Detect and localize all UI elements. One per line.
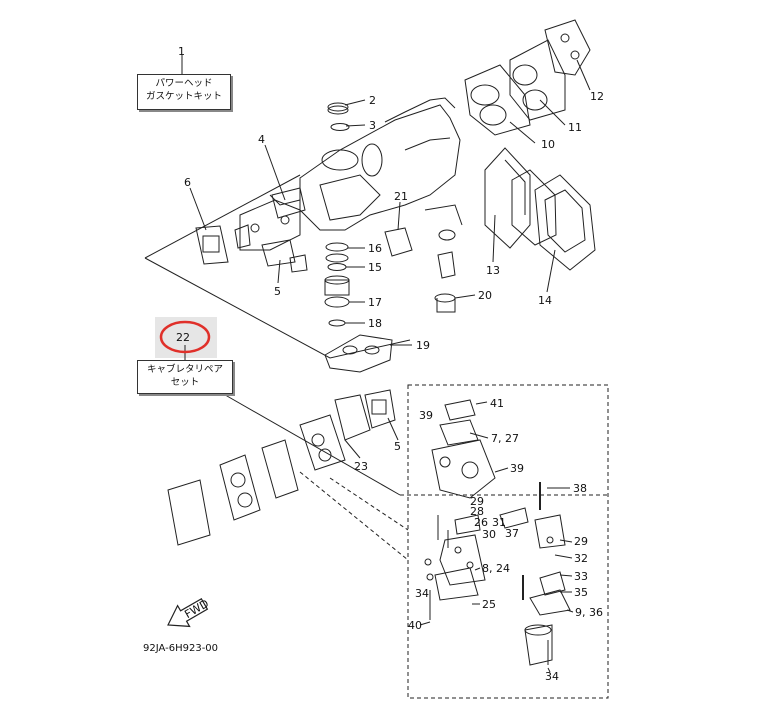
gasket-kit-line2: ガスケットキット xyxy=(145,91,222,102)
part-ref-12: 12 xyxy=(590,90,604,103)
carburetor-detail-box xyxy=(407,384,609,699)
part-ref-32: 32 xyxy=(574,552,588,565)
part-ref-40: 40 xyxy=(408,619,422,632)
diagram-code: 92JA-6H923-00 xyxy=(143,643,219,654)
carb-kit-line1: キャブレタリペア xyxy=(146,364,223,375)
part-ref-37: 37 xyxy=(505,527,519,540)
part-ref-38: 38 xyxy=(573,482,587,495)
part-number-labels: 1 2 3 4 6 5 10 11 12 13 14 16 15 17 18 1… xyxy=(176,45,604,683)
part-ref-29b: 29 xyxy=(574,535,588,548)
part-ref-9-36: 9, 36 xyxy=(575,606,603,619)
part-ref-10: 10 xyxy=(541,138,555,151)
part-ref-14: 14 xyxy=(538,294,552,307)
part-ref-19: 19 xyxy=(416,339,430,352)
power-head-block xyxy=(234,97,461,251)
part-ref-26: 26 xyxy=(474,516,488,529)
fitting-21 xyxy=(384,227,413,257)
gasket-kit-label: パワーヘッド ガスケットキット xyxy=(137,74,231,110)
oring-17 xyxy=(324,296,350,308)
part-ref-5: 5 xyxy=(274,285,281,298)
thermostat-20 xyxy=(424,204,463,313)
part-ref-15: 15 xyxy=(368,261,382,274)
gasket-12 xyxy=(544,19,591,76)
part-ref-1: 1 xyxy=(178,45,185,58)
part-ref-21: 21 xyxy=(394,190,408,203)
fwd-label: FWD xyxy=(182,597,211,621)
part-ref-7-27: 7, 27 xyxy=(491,432,519,445)
plate-13 xyxy=(484,147,531,249)
part-ref-23: 23 xyxy=(354,460,368,473)
part-ref-6: 6 xyxy=(184,176,191,189)
gasket-6 xyxy=(195,225,229,265)
part-ref-25: 25 xyxy=(482,598,496,611)
part-ref-13: 13 xyxy=(486,264,500,277)
part-ref-8-24: 8, 24 xyxy=(482,562,510,575)
part-ref-28: 28 xyxy=(470,505,484,518)
gasket-19 xyxy=(324,334,393,373)
part-ref-34b: 34 xyxy=(545,670,559,683)
part-ref-41: 41 xyxy=(490,397,504,410)
plate-14 xyxy=(534,174,596,271)
seal-16 xyxy=(325,242,349,252)
part-ref-16: 16 xyxy=(368,242,382,255)
part-ref-39a: 39 xyxy=(419,409,433,422)
part-ref-20: 20 xyxy=(478,289,492,302)
part-ref-30: 30 xyxy=(482,528,496,541)
part-ref-22: 22 xyxy=(176,331,190,344)
part-ref-33: 33 xyxy=(574,570,588,583)
part-ref-11: 11 xyxy=(568,121,582,134)
fwd-arrow-icon: FWD xyxy=(167,597,211,628)
carburetor-parts xyxy=(424,399,571,666)
gasket-kit-line1: パワーヘッド xyxy=(155,78,213,89)
reed-valve-5 xyxy=(261,239,296,267)
part-ref-3: 3 xyxy=(369,119,376,132)
gasket-4 xyxy=(271,187,306,219)
part-ref-18: 18 xyxy=(368,317,382,330)
exhaust-cover-11 xyxy=(509,39,566,121)
part-ref-4: 4 xyxy=(258,133,265,146)
part-ref-39b: 39 xyxy=(510,462,524,475)
seal-2 xyxy=(327,105,349,115)
exhaust-gasket-10 xyxy=(464,64,531,136)
part-ref-31: 31 xyxy=(492,516,506,529)
oring-18 xyxy=(328,319,346,327)
carb-kit-line2: セット xyxy=(170,377,200,388)
part-ref-5b: 5 xyxy=(394,440,401,453)
kit-boundary-line xyxy=(144,257,411,359)
part-ref-35: 35 xyxy=(574,586,588,599)
part-ref-2: 2 xyxy=(369,94,376,107)
part-ref-34a: 34 xyxy=(415,587,429,600)
part-ref-29a: 29 xyxy=(470,495,484,508)
intake-gaskets-23 xyxy=(167,389,396,546)
part-ref-17: 17 xyxy=(368,296,382,309)
oring-3 xyxy=(330,123,350,131)
highlight-circle xyxy=(159,320,211,354)
seal-15 xyxy=(327,263,347,271)
carb-repair-kit-label: キャブレタリペア セット xyxy=(137,360,233,394)
